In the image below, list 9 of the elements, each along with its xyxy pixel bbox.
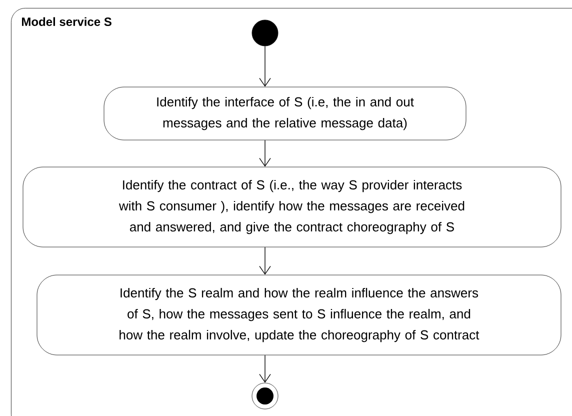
- arrow: [259, 46, 271, 87]
- arrow: [259, 246, 271, 275]
- action-box: Identify the interface of S (i.e, the in and out messages and the relative message data): [104, 86, 466, 140]
- end-dot: [252, 382, 278, 410]
- action-box: Identify the contract of S (i.e., the way S provider interacts with S consumer ), identify how the messages are received and answered, and give the contract choreography of S: [22, 166, 562, 248]
- arrow: [259, 140, 271, 167]
- start-dot: [252, 20, 278, 46]
- action-box: Identify the S realm and how the realm influence the answers of S, how the messages sent to S influence the realm, and how the realm involve, update the choreography of S contract: [36, 274, 562, 356]
- arrow: [259, 354, 271, 383]
